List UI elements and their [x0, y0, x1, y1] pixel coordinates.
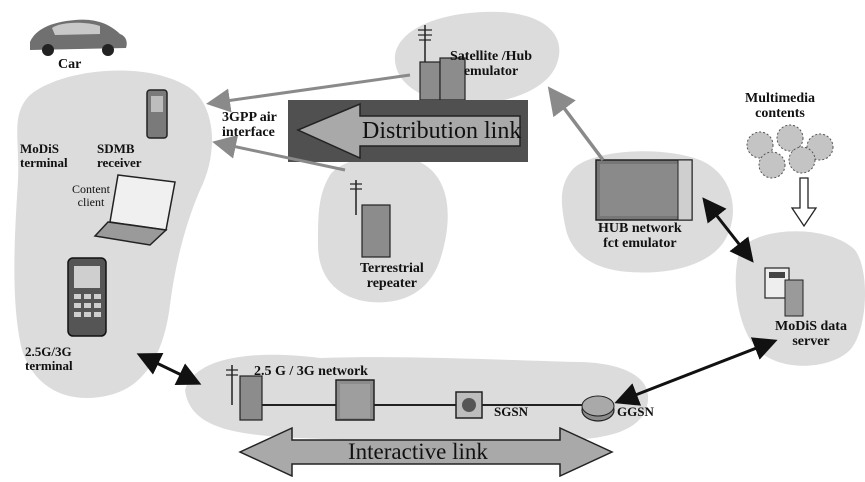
contents-to-server-arrow	[790, 177, 818, 228]
ggsn-icon	[581, 395, 615, 422]
multimedia-contents-icon	[746, 124, 834, 179]
laptop-icon	[93, 174, 176, 246]
network-node-icon	[335, 379, 375, 421]
distribution-link-arrow	[288, 100, 528, 162]
modis-terminal-label: MoDiS terminal	[20, 142, 68, 169]
satellite-to-receiver-arrow	[206, 73, 411, 113]
content-client-label: Content client	[72, 183, 110, 208]
sdmb-receiver-label-line1: SDMB	[97, 141, 135, 156]
satellite-hub-label-line2: emulator	[463, 63, 519, 79]
multimedia-contents-label: Multimedia contents	[745, 91, 815, 121]
terminal-25g3g-label: 2.5G/3G terminal	[25, 345, 73, 372]
content-client-label-line2: client	[77, 194, 105, 209]
repeater-to-receiver-arrow	[212, 135, 346, 172]
hub-server-link-arrow	[702, 197, 754, 263]
network-cloud	[185, 354, 649, 441]
air-interface-label: 3GPP air interface	[222, 110, 277, 140]
satellite-hub-icon	[418, 25, 466, 101]
modis-terminal-label-line2: terminal	[20, 154, 68, 170]
air-interface-label-line2: interface	[222, 124, 275, 140]
hub-network-label: HUB network fct emulator	[598, 221, 682, 251]
modis-data-server-label-line1: MoDiS data	[775, 319, 847, 334]
sgsn-label: SGSN	[494, 404, 528, 419]
satellite-hub-label: Satellite /Hub emulator	[450, 49, 533, 79]
multimedia-contents-label-line1: Multimedia	[745, 91, 815, 106]
network-antenna-icon	[226, 365, 263, 421]
interactive-link-label: Interactive link	[348, 439, 488, 464]
mobile-phone-icon	[67, 257, 107, 337]
content-client-label-line1: Content	[72, 182, 110, 196]
interactive-link-arrow	[238, 426, 614, 478]
modis-terminal-label-line1: MoDiS	[20, 141, 59, 156]
hub-network-label-line1: HUB network	[598, 221, 682, 236]
terrestrial-repeater-label-line1: Terrestrial	[360, 261, 424, 276]
modis-data-server-label: MoDiS data server	[775, 319, 847, 349]
hub-network-label-line2: fct emulator	[603, 235, 677, 251]
distribution-link-label: Distribution link	[362, 118, 522, 144]
server-ggsn-link-arrow	[614, 337, 778, 406]
sdmb-receiver-label-line2: receiver	[97, 154, 142, 170]
air-interface-label-line1: 3GPP air	[222, 110, 277, 125]
sdmb-receiver-icon	[146, 89, 168, 139]
modis-data-server-label-line2: server	[792, 333, 830, 349]
terrestrial-repeater-label: Terrestrial repeater	[360, 261, 424, 291]
network-25g3g-label: 2.5 G / 3G network	[254, 364, 368, 379]
terminal-25g3g-label-line2: terminal	[25, 357, 73, 373]
multimedia-contents-label-line2: contents	[755, 105, 805, 121]
terminal-25g3g-label-line1: 2.5G/3G	[25, 344, 72, 359]
car-label: Car	[58, 57, 82, 72]
hub-network-icon	[595, 159, 693, 221]
ggsn-label: GGSN	[617, 404, 654, 419]
terrestrial-repeater-label-line2: repeater	[366, 275, 418, 291]
hub-to-satellite-arrow	[547, 86, 605, 162]
satellite-hub-label-line1: Satellite /Hub	[450, 49, 533, 64]
data-server-icon	[764, 267, 804, 317]
terminal-network-link-arrow	[136, 352, 202, 386]
sdmb-receiver-label: SDMB receiver	[97, 142, 142, 169]
car-icon	[30, 19, 127, 56]
terrestrial-repeater-icon	[350, 180, 391, 258]
sgsn-icon	[455, 391, 483, 419]
